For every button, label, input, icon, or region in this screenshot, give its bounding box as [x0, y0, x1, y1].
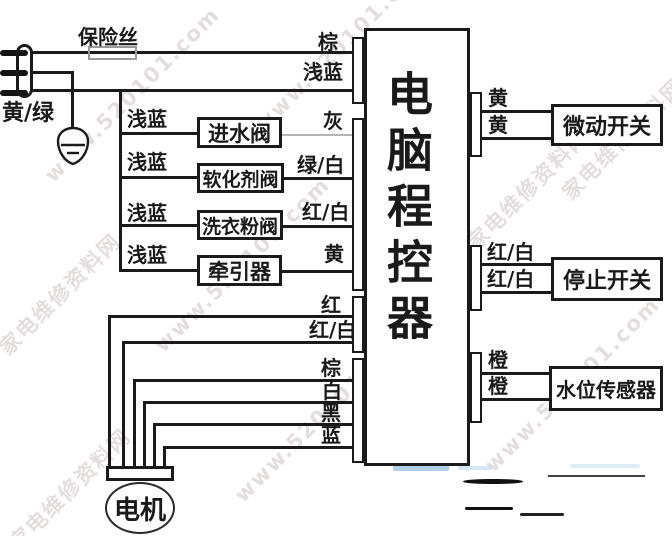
tractor-in-wire — [119, 269, 198, 272]
stop-switch-wire1-label: 红/白 — [487, 240, 535, 264]
micro-switch-box: 微动开关 — [551, 104, 663, 146]
softener-valve-name: 软化剂阀 — [202, 168, 279, 191]
water-sensor-box: 水位传感器 — [549, 366, 663, 411]
connector-stop-switch — [470, 245, 482, 311]
power-plug — [16, 44, 33, 98]
controller-box — [364, 28, 470, 466]
artifact-blue-smudge — [458, 466, 492, 470]
motor-redwhite-label: 红/白 — [309, 318, 357, 342]
plug-prong — [0, 70, 28, 76]
stop-switch-wire2 — [482, 291, 551, 294]
detergent-valve-box: 洗衣粉阀 — [197, 210, 283, 240]
connector-motor-main — [352, 358, 364, 463]
earth-wire-h — [30, 71, 74, 74]
fuse — [88, 46, 137, 60]
motor-white-wire-v — [143, 401, 146, 467]
live-wire-color-label: 棕 — [318, 30, 338, 54]
micro-switch-wire2 — [482, 137, 551, 140]
softener-valve-in-label: 浅蓝 — [127, 150, 167, 174]
earth-ground-symbol — [56, 126, 90, 166]
motor-brown-wire-h — [133, 379, 353, 382]
controller-title: 电脑程控器 — [380, 70, 434, 350]
motor-red-wire-v — [108, 315, 111, 467]
tractor-out-label: 黄 — [324, 242, 344, 266]
detergent-valve-in-wire — [119, 224, 198, 227]
stop-switch-box: 停止开关 — [551, 257, 663, 301]
water-sensor-wire2 — [482, 398, 551, 401]
water-sensor-name: 水位传感器 — [556, 378, 656, 402]
inlet-valve-name: 进水阀 — [208, 121, 271, 146]
motor-black-wire-h — [153, 423, 353, 426]
artifact-stroke — [520, 513, 564, 516]
plug-prong — [0, 50, 28, 56]
detergent-valve-name: 洗衣粉阀 — [201, 215, 278, 238]
water-sensor-wire1 — [482, 372, 551, 375]
connector-motor-red — [352, 296, 364, 353]
micro-switch-wire2-label: 黄 — [488, 113, 508, 137]
detergent-valve-out-wire — [283, 225, 353, 228]
motor-brown-wire-v — [133, 379, 136, 467]
plug-prong — [0, 90, 28, 96]
ground-wire-label: 黄/绿 — [2, 101, 55, 126]
motor-white-wire-h — [143, 401, 353, 404]
inlet-valve-out-label: 灰 — [323, 109, 343, 133]
motor-connector — [106, 466, 174, 481]
inlet-valve-in-wire — [119, 132, 198, 135]
water-sensor-wire1-label: 橙 — [488, 348, 508, 372]
micro-switch-name: 微动开关 — [562, 115, 651, 140]
micro-switch-wire1-label: 黄 — [488, 86, 508, 110]
softener-valve-out-wire — [284, 177, 353, 180]
motor-redwhite-wire-h — [122, 341, 353, 344]
motor-red-label: 红 — [321, 293, 341, 317]
motor-white-label: 白 — [322, 379, 342, 403]
neutral-wire-color-label: 浅蓝 — [303, 60, 343, 84]
fuse-label: 保险丝 — [78, 25, 138, 49]
softener-valve-out-label: 绿/白 — [297, 153, 345, 177]
water-sensor-wire2-label: 橙 — [488, 374, 508, 398]
softener-valve-in-wire — [119, 176, 198, 179]
tractor-box: 牵引器 — [197, 255, 282, 286]
artifact-blue-smudge — [393, 465, 449, 471]
earth-wire-v — [71, 71, 74, 129]
live-wire — [30, 51, 353, 54]
connector-power-in — [352, 37, 364, 104]
motor: 电机 — [105, 482, 175, 534]
artifact-stroke — [548, 475, 645, 477]
connector-valves — [352, 118, 364, 291]
artifact-blue-smudge — [570, 464, 640, 468]
softener-valve-box: 软化剂阀 — [197, 163, 284, 193]
tractor-out-wire — [282, 270, 353, 273]
motor-black-wire-v — [153, 423, 156, 467]
motor-redwhite-wire-v — [122, 341, 125, 467]
motor-black-label: 黑 — [321, 401, 341, 425]
inlet-valve-in-label: 浅蓝 — [127, 107, 167, 131]
inlet-valve-out-wire — [282, 134, 353, 136]
stop-switch-name: 停止开关 — [562, 269, 651, 294]
neutral-bus — [119, 89, 122, 272]
stop-switch-wire1 — [482, 263, 551, 266]
tractor-in-label: 浅蓝 — [127, 243, 167, 267]
motor-red-wire-h — [108, 315, 353, 318]
artifact-stroke — [463, 479, 523, 484]
motor-blue-label: 蓝 — [321, 423, 341, 447]
artifact-stroke — [465, 507, 513, 510]
motor-blue-wire-v — [163, 446, 166, 467]
connector-water-sensor — [470, 352, 482, 423]
motor-name: 电机 — [113, 495, 166, 526]
motor-brown-label: 棕 — [321, 356, 341, 380]
inlet-valve-box: 进水阀 — [197, 117, 282, 148]
micro-switch-wire1 — [482, 110, 551, 113]
motor-blue-wire-h — [163, 446, 353, 449]
detergent-valve-in-label: 浅蓝 — [127, 201, 167, 225]
tractor-name: 牵引器 — [208, 259, 271, 284]
stop-switch-wire2-label: 红/白 — [487, 267, 535, 291]
connector-micro-switch — [470, 92, 482, 157]
detergent-valve-out-label: 红/白 — [302, 200, 350, 224]
neutral-wire — [30, 89, 353, 92]
